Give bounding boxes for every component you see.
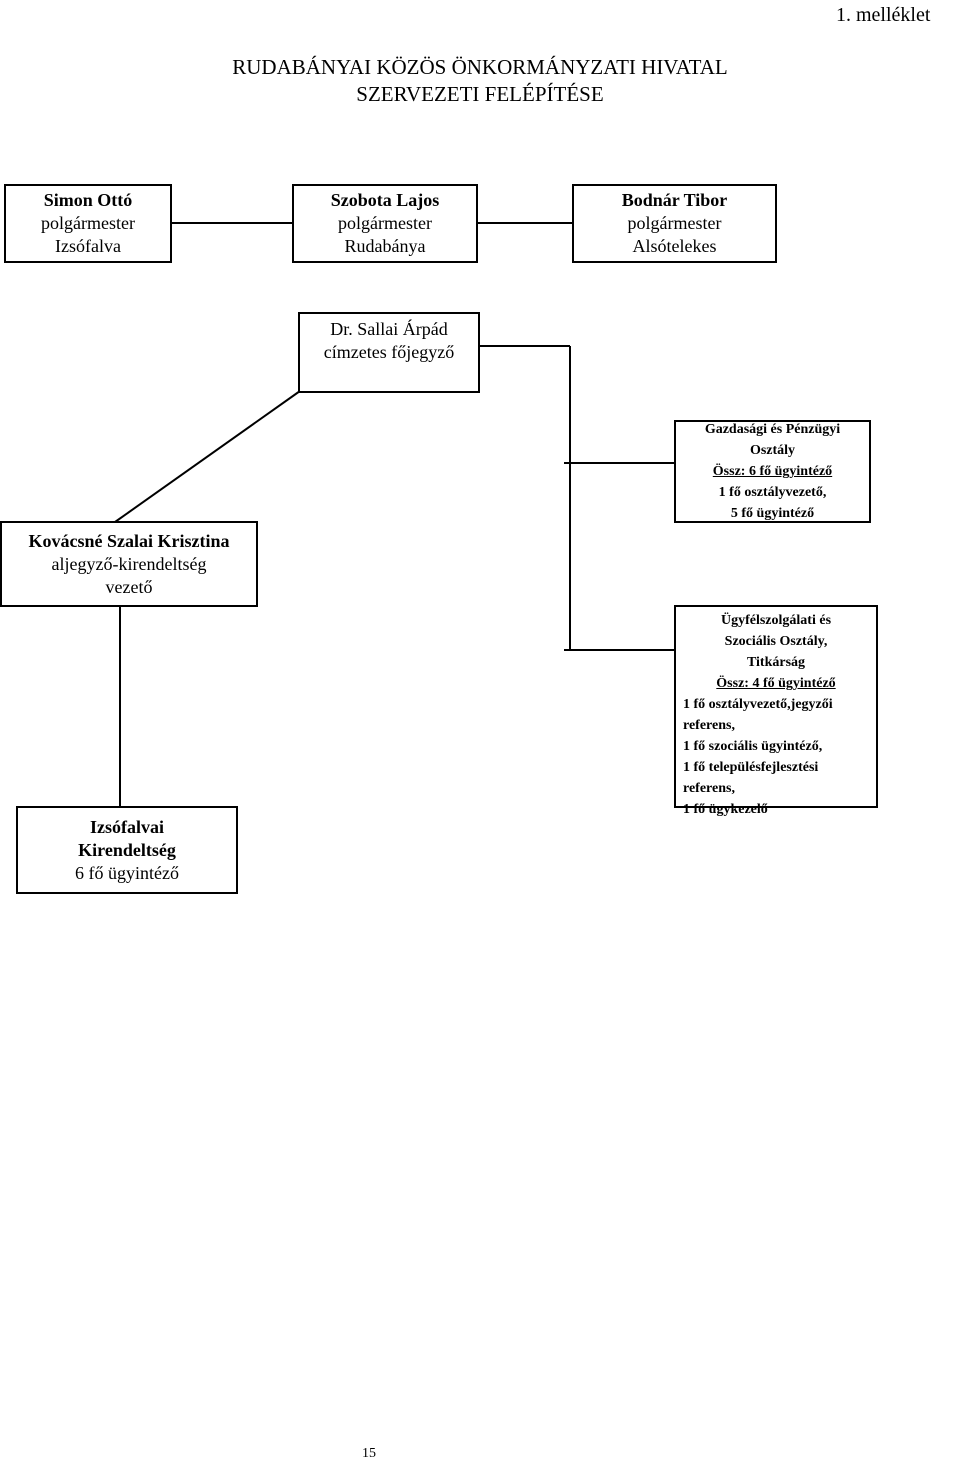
service-line-8: 1 fő településfejlesztési — [683, 760, 819, 775]
mayor-box-izsofalva: Simon Ottó polgármester Izsófalva — [4, 184, 172, 263]
finance-department-box: Gazdasági és Pénzügyi Osztály Össz: 6 fő… — [674, 420, 871, 523]
branch-line-2: Kirendeltség — [78, 839, 176, 860]
finance-line-2: Osztály — [749, 443, 796, 458]
mayor-role: polgármester — [338, 213, 432, 233]
mayor-role: polgármester — [627, 213, 722, 233]
mayor-name: Bodnár Tibor — [621, 190, 728, 210]
mayor-box-rudabanya: Szobota Lajos polgármester Rudabánya — [292, 184, 478, 263]
service-line-5: 1 fő osztályvezető,jegyzői — [683, 697, 833, 712]
title-line-1: RUDABÁNYAI KÖZÖS ÖNKORMÁNYZATI HIVATAL — [232, 55, 728, 79]
branch-line-3: 6 fő ügyintéző — [75, 862, 179, 883]
branch-line-1: Izsófalvai — [90, 816, 164, 837]
service-line-2: Szociális Osztály, — [724, 634, 828, 649]
finance-line-4: 1 fő osztályvezető, — [718, 485, 827, 500]
deputy-box: Kovácsné Szalai Krisztina aljegyző-kiren… — [0, 521, 258, 607]
mayor-name: Szobota Lajos — [330, 190, 440, 210]
service-line-9: referens, — [683, 781, 735, 796]
connector-notary-deputy — [114, 390, 301, 523]
notary-name: Dr. Sallai Árpád — [330, 319, 448, 339]
mayor-role: polgármester — [41, 213, 135, 233]
mayor-box-alsotelekes: Bodnár Tibor polgármester Alsótelekes — [572, 184, 777, 263]
deputy-name: Kovácsné Szalai Krisztina — [28, 530, 230, 551]
notary-role: címzetes főjegyző — [323, 342, 455, 362]
service-line-3: Titkárság — [746, 655, 806, 670]
finance-total: Össz: 6 fő ügyintéző — [712, 464, 833, 479]
mayor-place: Alsótelekes — [632, 236, 717, 256]
document-title: RUDABÁNYAI KÖZÖS ÖNKORMÁNYZATI HIVATAL S… — [0, 54, 960, 108]
finance-line-5: 5 fő ügyintéző — [730, 506, 815, 521]
service-line-1: Ügyfélszolgálati és — [720, 613, 832, 628]
deputy-role: aljegyző-kirendeltség — [51, 553, 207, 574]
service-department-box: Ügyfélszolgálati és Szociális Osztály, T… — [674, 605, 878, 817]
mayor-name: Simon Ottó — [43, 190, 133, 210]
branch-office-box: Izsófalvai Kirendeltség 6 fő ügyintéző — [16, 806, 238, 894]
service-line-7: 1 fő szociális ügyintéző, — [683, 739, 823, 754]
service-line-10: 1 fő ügykezelő — [683, 802, 768, 817]
finance-line-1: Gazdasági és Pénzügyi — [704, 422, 841, 437]
annex-label: 1. melléklet — [836, 4, 931, 26]
mayor-place: Rudabánya — [344, 236, 426, 256]
page-number: 15 — [362, 1446, 376, 1461]
notary-box: Dr. Sallai Árpád címzetes főjegyző — [298, 312, 480, 393]
service-total: Össz: 4 fő ügyintéző — [716, 676, 836, 691]
deputy-role-2: vezető — [105, 576, 153, 597]
mayor-place: Izsófalva — [55, 236, 121, 256]
service-line-6: referens, — [683, 718, 735, 733]
title-line-2: SZERVEZETI FELÉPÍTÉSE — [356, 82, 604, 106]
